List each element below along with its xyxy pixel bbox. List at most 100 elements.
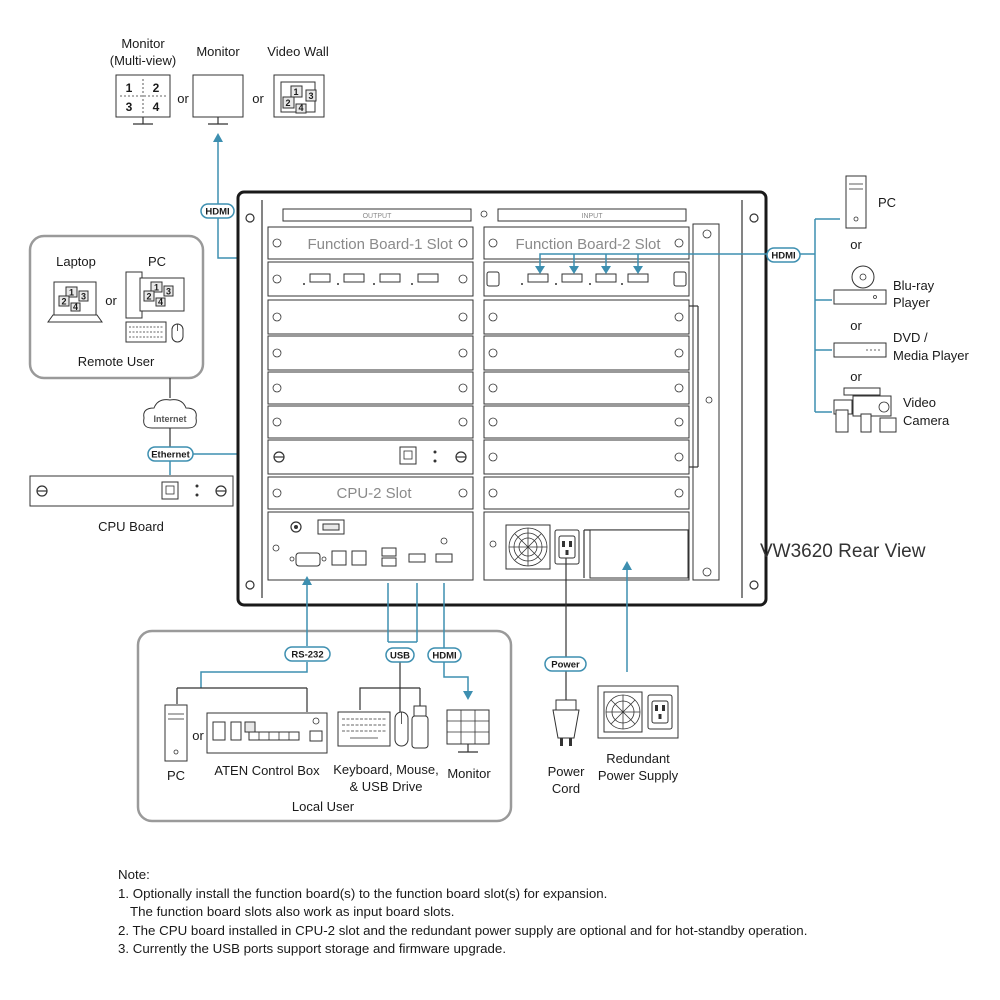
fb1-label: Function Board-1 Slot <box>307 236 453 253</box>
fb2-label: Function Board-2 Slot <box>515 236 661 253</box>
local-monitor-icon <box>446 709 490 753</box>
source-pc-icon <box>845 175 867 229</box>
power-pill <box>544 656 587 672</box>
arrow-up-icon <box>302 576 312 585</box>
usb-port-icon <box>408 553 426 563</box>
hdmi-input-pill <box>766 247 801 263</box>
internet-cloud-icon <box>143 399 197 429</box>
or-text: or <box>850 318 862 333</box>
power-connections: Power Power Cord Redundant Power S <box>544 558 679 796</box>
or-text: or <box>192 728 204 743</box>
note-1a: 1. Optionally install the function board… <box>118 885 608 901</box>
hdmi-port-icon <box>435 553 453 563</box>
notes-section: Note: 1. Optionally install the function… <box>118 866 807 959</box>
note-2: 2. The CPU board installed in CPU-2 slot… <box>118 922 808 938</box>
camera-label-2: Camera <box>903 413 950 428</box>
videowall-icon: 1 2 3 4 <box>273 74 325 118</box>
cpu-2-slot <box>267 476 474 510</box>
remote-pc-icon: 1 2 3 4 <box>125 271 185 343</box>
svg-text:3: 3 <box>81 292 86 302</box>
multiview-cell-2: 2 <box>153 81 160 95</box>
hdmi-input-link: HDMI <box>535 218 840 413</box>
rps-label-1: Redundant <box>606 751 670 766</box>
rs232-label: RS-232 <box>291 650 323 661</box>
svg-text:4: 4 <box>73 302 78 312</box>
local-user-caption: Local User <box>292 799 355 814</box>
local-user-group: RS-232 or PC ATEN Control Box <box>136 576 513 823</box>
videowall-cell-4: 4 <box>298 103 303 113</box>
vw3620-connection-diagram: Monitor (Multi-view) 1 2 3 4 or Monitor … <box>28 36 970 823</box>
mouse-icon <box>394 711 409 747</box>
video-camera-icon <box>833 387 897 433</box>
monitor-icon <box>192 74 244 125</box>
multiview-cell-3: 3 <box>126 100 133 114</box>
hdmi-local-label: HDMI <box>432 651 456 662</box>
cpu-1-board <box>267 439 474 475</box>
cpu-board: CPU Board <box>29 475 234 534</box>
ethernet-label: Ethernet <box>151 450 190 461</box>
local-monitor-label: Monitor <box>447 766 491 781</box>
or-text: or <box>105 293 117 308</box>
power-cord-icon <box>552 699 580 746</box>
dvd-player-icon <box>833 342 887 358</box>
cpu-board-caption: CPU Board <box>98 519 164 534</box>
rs232-pill <box>284 646 331 662</box>
or-text: or <box>850 237 862 252</box>
kbd-label-1: Keyboard, Mouse, <box>333 762 439 777</box>
bluray-label-2: Player <box>893 295 931 310</box>
kbd-label-2: & USB Drive <box>350 779 423 794</box>
output-header: OUTPUT <box>363 213 393 220</box>
arrow-down-icon <box>463 691 473 700</box>
or-text: or <box>177 91 189 106</box>
videowall-label: Video Wall <box>267 44 329 59</box>
local-pc-icon <box>164 704 188 762</box>
monitor-label: Monitor <box>196 44 240 59</box>
arrow-up-icon <box>622 561 632 570</box>
ethernet-pill <box>147 446 194 462</box>
dvd-label-1: DVD / <box>893 330 928 345</box>
power-cord-label-1: Power <box>548 764 586 779</box>
source-pc-label: PC <box>878 195 896 210</box>
remote-user-caption: Remote User <box>78 354 155 369</box>
ethernet-port-icon <box>161 481 179 500</box>
multiview-cell-4: 4 <box>153 100 160 114</box>
multiview-label-1: Monitor <box>121 36 165 51</box>
redundant-psu-icon <box>597 685 679 739</box>
fan-icon <box>505 524 551 570</box>
hdmi-local-pill <box>427 647 462 663</box>
hdmi-input-label: HDMI <box>771 251 795 262</box>
or-text: or <box>252 91 264 106</box>
rs232-port-icon <box>295 552 321 567</box>
videowall-cell-1: 1 <box>293 87 298 97</box>
hdmi-output-label: HDMI <box>205 207 229 218</box>
bluray-player-icon <box>833 265 887 305</box>
internet-label: Internet <box>153 414 186 424</box>
usb-label: USB <box>390 651 410 662</box>
videowall-cell-2: 2 <box>285 98 290 108</box>
multiview-monitor-icon: 1 2 3 4 <box>115 74 171 125</box>
control-box-label: ATEN Control Box <box>214 763 320 778</box>
usb-drive-icon <box>411 705 429 749</box>
videowall-cell-3: 3 <box>308 91 313 101</box>
ac-inlet-icon <box>554 529 580 565</box>
local-control-panel <box>267 511 474 581</box>
hdmi-output-pill <box>200 203 235 219</box>
output-board <box>267 261 474 297</box>
display-options: Monitor (Multi-view) 1 2 3 4 or Monitor … <box>110 36 329 125</box>
notes-heading: Note: <box>118 867 150 882</box>
input-header: INPUT <box>582 213 604 220</box>
remote-user-group: Laptop PC 1 2 3 4 or 1 2 3 4 <box>28 234 205 380</box>
input-board <box>483 261 690 297</box>
note-3: 3. Currently the USB ports support stora… <box>118 941 507 957</box>
arrow-up-icon <box>213 133 223 142</box>
chassis-title: VW3620 Rear View <box>760 541 926 562</box>
laptop-label: Laptop <box>56 254 96 269</box>
rps-label-2: Power Supply <box>598 768 679 783</box>
local-pc-label: PC <box>167 768 185 783</box>
svg-text:1: 1 <box>69 288 74 298</box>
hdmi-output-ports <box>303 273 439 285</box>
vw3620-chassis: OUTPUT INPUT Function Board-1 Slot <box>236 190 926 607</box>
svg-text:2: 2 <box>61 297 66 307</box>
svg-text:2: 2 <box>146 292 151 302</box>
laptop-icon: 1 2 3 4 <box>47 281 103 323</box>
